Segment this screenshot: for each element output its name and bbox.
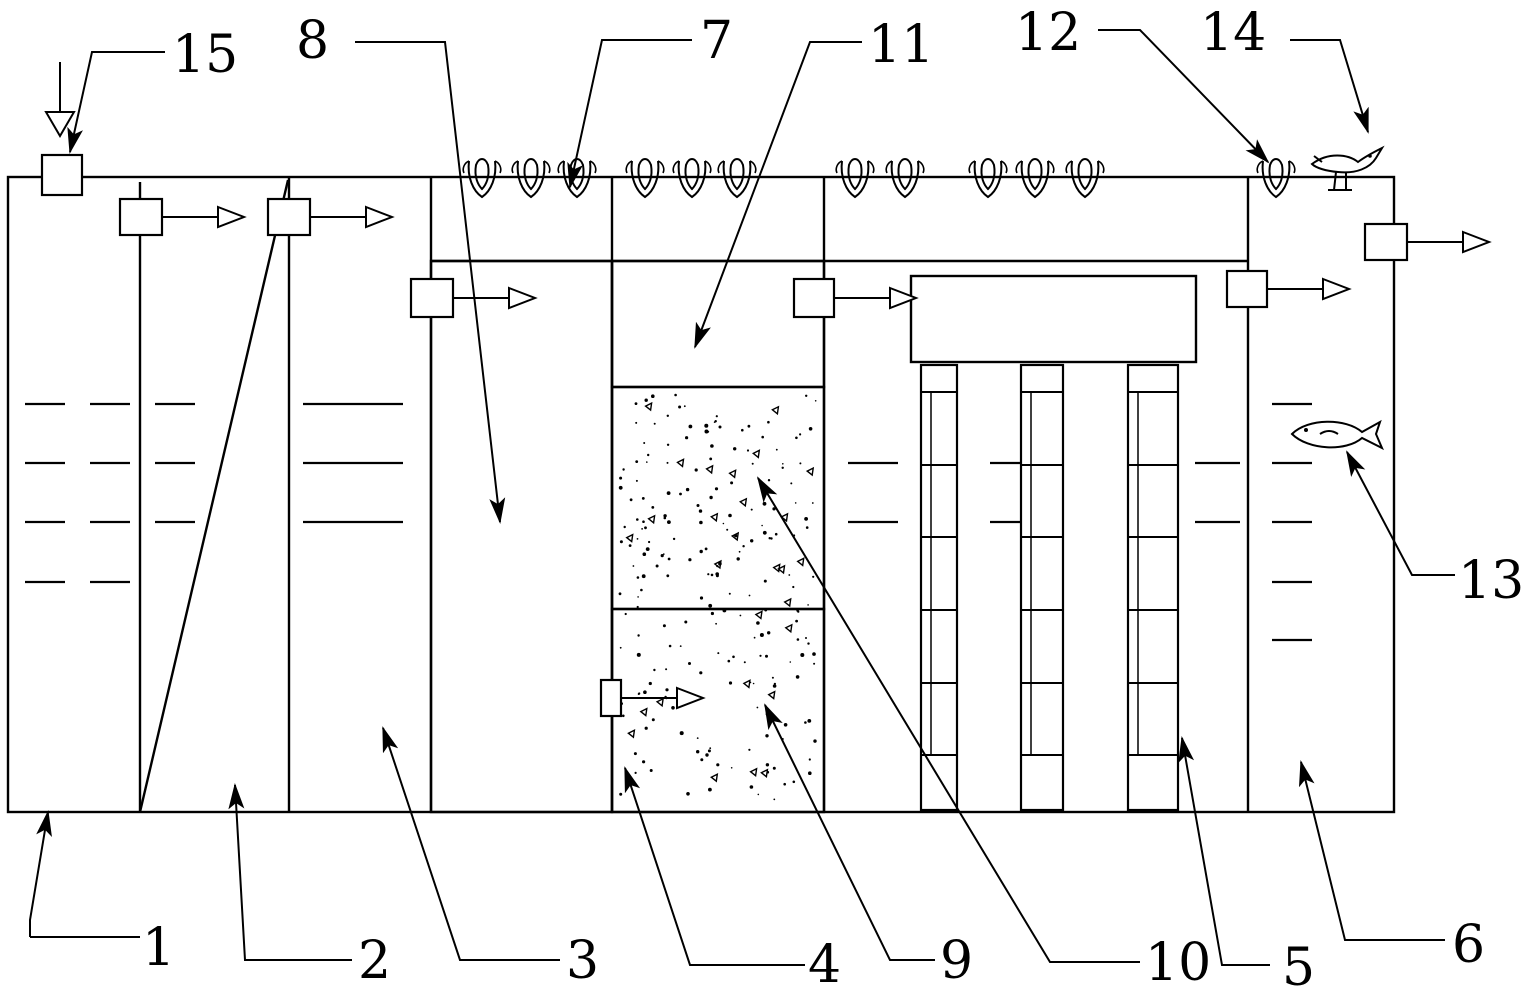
label-10: 10 — [1145, 933, 1211, 993]
plate-module — [909, 274, 1198, 812]
valves — [40, 153, 1492, 718]
leader-8 — [355, 41, 506, 524]
leader-11 — [694, 41, 862, 349]
aquatic-plant-icon — [968, 158, 1008, 199]
flow-arrow-icon — [217, 205, 247, 229]
number-labels: 1 2 3 4 5 6 7 8 9 10 11 12 13 14 15 — [142, 3, 1524, 998]
media-zones — [429, 259, 826, 814]
leader-7 — [567, 39, 692, 189]
valve-icon — [1225, 269, 1352, 309]
aquatic-plant-icon — [462, 158, 502, 199]
valve-icon — [40, 153, 84, 197]
leader-9 — [764, 703, 935, 961]
inclined-plate — [138, 179, 290, 813]
leader-lines — [29, 29, 1455, 966]
flow-arrow-icon — [676, 686, 706, 710]
label-13: 13 — [1458, 551, 1524, 611]
fine-mesh-layer — [610, 259, 826, 389]
aquatic-plant-icon — [1015, 158, 1055, 199]
label-9: 9 — [940, 931, 973, 991]
leader-1 — [29, 810, 52, 937]
label-1: 1 — [142, 918, 175, 978]
aquatic-plant-icon — [835, 158, 875, 199]
leader-10 — [756, 476, 1140, 963]
tank-structure — [6, 175, 1396, 814]
plate-header — [909, 274, 1198, 364]
leader-13 — [1346, 450, 1455, 576]
label-4: 4 — [808, 935, 841, 995]
flow-arrow-icon — [508, 286, 538, 310]
label-7: 7 — [700, 11, 733, 71]
valve-icon — [118, 197, 247, 237]
label-2: 2 — [358, 931, 391, 991]
flow-arrow-icon — [1322, 277, 1352, 301]
label-5: 5 — [1282, 938, 1315, 998]
bird-icon — [1310, 145, 1385, 191]
leader-3 — [382, 726, 560, 961]
label-15: 15 — [172, 25, 238, 85]
leader-6 — [1298, 760, 1445, 941]
valve-icon — [1363, 222, 1492, 262]
valve-icon — [266, 197, 395, 237]
inlet-arrow — [44, 62, 76, 138]
aquatic-plant-icon — [511, 158, 551, 199]
gravel-dots — [618, 393, 817, 801]
water-level-lines — [25, 402, 1312, 642]
label-14: 14 — [1200, 3, 1266, 63]
label-3: 3 — [566, 931, 599, 991]
fish-icon — [1290, 419, 1384, 451]
valve-icon — [792, 277, 919, 319]
aquatic-plant-icon — [625, 158, 665, 199]
aquatic-plant-icon — [1065, 158, 1105, 199]
aquatic-plant-icon — [672, 158, 712, 199]
label-8: 8 — [296, 11, 329, 71]
leader-2 — [228, 783, 352, 961]
label-12: 12 — [1015, 3, 1081, 63]
flow-arrow-icon — [365, 205, 395, 229]
aquatic-plant-icon — [885, 158, 925, 199]
leader-14 — [1290, 39, 1369, 134]
label-6: 6 — [1452, 915, 1485, 975]
flow-arrow-icon — [889, 286, 919, 310]
tank-outline — [6, 175, 1396, 814]
valve-icon — [409, 277, 538, 319]
flow-arrow-icon — [1462, 230, 1492, 254]
aquatic-plant-icon — [717, 158, 757, 199]
valve-icon — [599, 678, 706, 718]
leader-15 — [67, 51, 165, 154]
packing-media-zone — [429, 259, 614, 814]
leader-12 — [1098, 29, 1270, 164]
label-11: 11 — [868, 15, 934, 75]
leader-4 — [624, 766, 805, 966]
plate-columns — [919, 363, 1180, 812]
leader-5 — [1178, 736, 1270, 966]
